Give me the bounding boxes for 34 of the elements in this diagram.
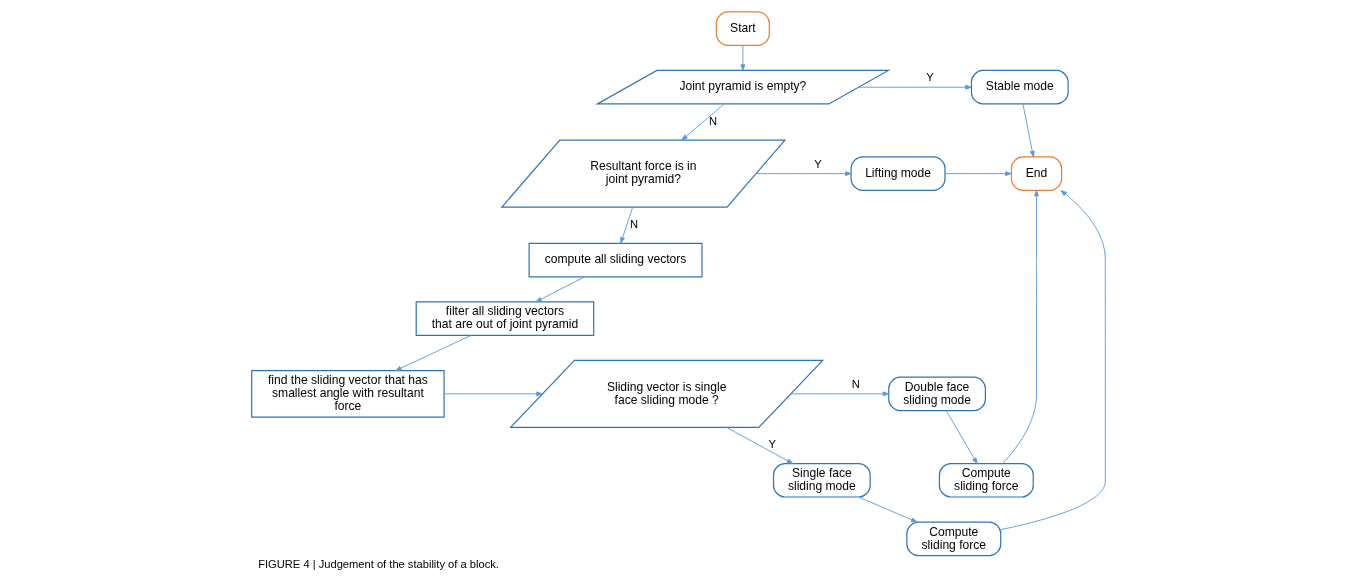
arrow [534, 276, 585, 303]
arrow [1021, 103, 1035, 158]
arrow [1001, 190, 1039, 464]
arrow [739, 45, 745, 71]
edge-label: N [629, 218, 638, 231]
node-box: compute all sliding vectors [528, 242, 703, 278]
node-box: End [1010, 156, 1062, 191]
arrow [789, 391, 889, 397]
arrow [944, 171, 1012, 177]
edge-label: Y [767, 438, 776, 451]
node-box: find the sliding vector that has smallest angle with resultant force [250, 370, 445, 418]
arrow [945, 410, 978, 464]
arrow [680, 103, 725, 141]
arrow [725, 427, 793, 464]
edge-label: Y [813, 157, 822, 170]
node-box: filter all sliding vectors that are out of joint pyramid [415, 301, 594, 336]
arrow [755, 171, 852, 177]
arrow [857, 84, 972, 90]
node-box: Start [715, 11, 770, 46]
node-box: Stable mode [970, 69, 1069, 105]
edge-label: N [708, 114, 717, 127]
arrow [443, 391, 543, 397]
caption: FIGURE 4 | Judgement of the stability of a block. [257, 558, 499, 571]
node-box: Lifting mode [850, 156, 946, 191]
edge-label: Y [925, 71, 934, 84]
arrow [394, 335, 471, 372]
node-box: Single face sliding mode [772, 462, 871, 498]
node-box: Compute sliding force [905, 521, 1001, 557]
node-box: Double face sliding mode [887, 376, 986, 412]
arrow [858, 496, 917, 523]
node-box: Compute sliding force [938, 462, 1034, 498]
arrow [619, 206, 633, 244]
arrow [999, 190, 1106, 531]
edge-label: N [851, 377, 860, 390]
